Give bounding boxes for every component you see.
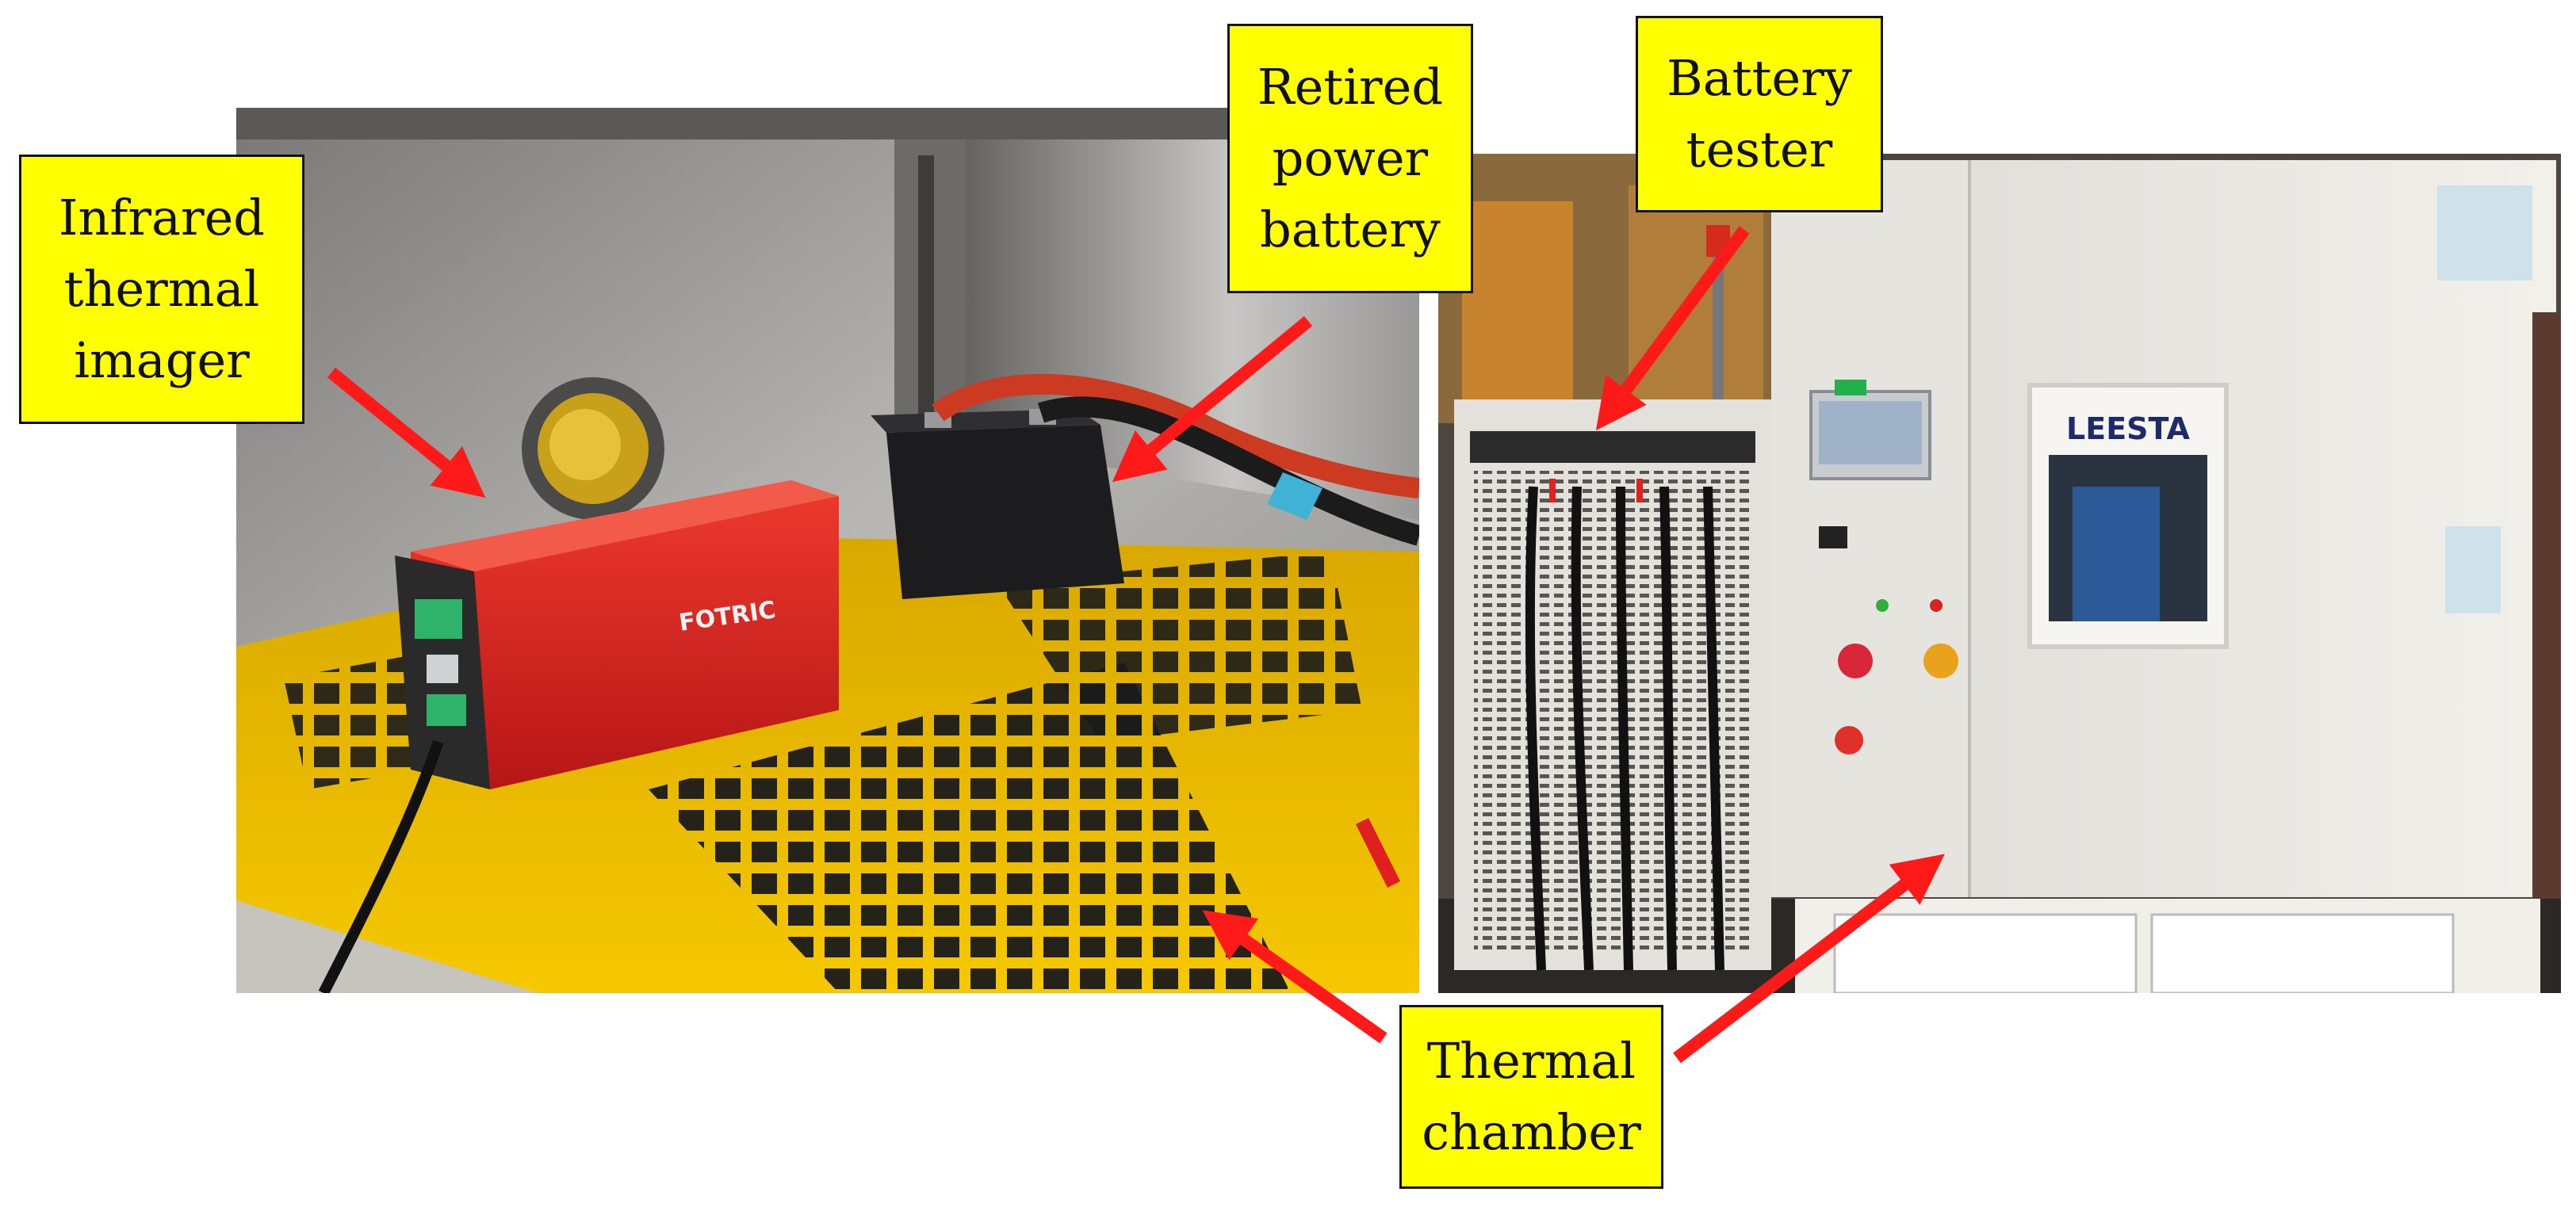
arrow-to-imager: [327, 367, 486, 499]
arrow-to-battery: [1112, 315, 1313, 483]
label-thermal-chamber: Thermal chamber: [1399, 1005, 1663, 1189]
label-chamber-line-2: chamber: [1422, 1103, 1641, 1161]
left-photo-chamber-interior: FOTRIC: [236, 108, 1419, 993]
label-imager-line-1: Infrared: [59, 189, 265, 247]
label-battery-tester: Battery tester: [1636, 16, 1883, 212]
arrow-to-chamber-left: [1202, 910, 1388, 1044]
label-infrared-thermal-imager: Infrared thermal imager: [19, 155, 304, 424]
arrow-to-chamber-right: [1673, 854, 1945, 1064]
label-imager-line-2: thermal: [63, 260, 260, 319]
right-photo-lab: LEESTA: [1438, 154, 2561, 993]
arrow-to-tester: [1595, 226, 1750, 431]
chamber-interior-scene: FOTRIC: [236, 108, 1419, 993]
label-imager-line-3: imager: [74, 330, 250, 389]
label-battery-line-3: battery: [1260, 200, 1441, 258]
label-retired-power-battery: Retired power battery: [1227, 24, 1473, 293]
label-battery-line-2: power: [1272, 129, 1429, 188]
label-battery-line-1: Retired: [1257, 58, 1444, 117]
chamber-brand-text: LEESTA: [2066, 411, 2190, 446]
label-tester-line-1: Battery: [1667, 49, 1852, 108]
lab-scene: LEESTA: [1438, 154, 2561, 993]
label-tester-line-2: tester: [1686, 120, 1833, 178]
label-chamber-line-1: Thermal: [1426, 1032, 1636, 1091]
